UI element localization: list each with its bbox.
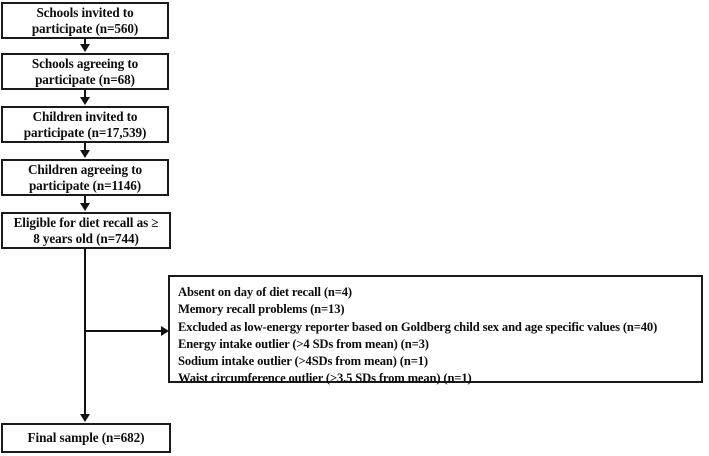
node-line: Children invited to xyxy=(32,109,138,124)
node-schools-invited-text: Schools invited to participate (n=560) xyxy=(6,5,164,36)
arrow-head-3 xyxy=(80,150,90,158)
exclusion-item: Memory recall problems (n=13) xyxy=(178,302,345,317)
node-schools-agreeing: Schools agreeing to participate (n=68) xyxy=(1,53,169,90)
arrow-head-1 xyxy=(80,44,90,52)
node-eligible-diet-recall-text: Eligible for diet recall as ≥ 8 years ol… xyxy=(6,215,166,246)
node-line: Schools invited to xyxy=(36,5,134,20)
node-schools-agreeing-text: Schools agreeing to participate (n=68) xyxy=(6,56,164,87)
node-line: 8 years old (n=744) xyxy=(33,230,139,246)
exclusion-box: Absent on day of diet recall (n=4) Memor… xyxy=(168,275,703,385)
arrow-head-final xyxy=(80,414,90,422)
node-line: Schools agreeing to xyxy=(31,56,139,71)
arrow-head-2 xyxy=(80,97,90,105)
connector-line-2 xyxy=(84,90,86,99)
node-line: Final sample (n=682) xyxy=(27,430,145,446)
exclusion-item: Waist circumference outlier (>3.5 SDs fr… xyxy=(178,371,472,386)
connector-line-3 xyxy=(84,143,86,152)
connector-line-main-stem xyxy=(84,249,86,419)
node-eligible-diet-recall: Eligible for diet recall as ≥ 8 years ol… xyxy=(1,212,171,249)
connector-line-1 xyxy=(84,39,86,46)
connector-line-exclusion-branch xyxy=(85,330,163,332)
node-children-agreeing: Children agreeing to participate (n=1146… xyxy=(1,159,169,196)
node-line: participate (n=17,539) xyxy=(23,124,147,140)
exclusion-item: Absent on day of diet recall (n=4) xyxy=(178,285,352,299)
node-children-agreeing-text: Children agreeing to participate (n=1146… xyxy=(6,162,164,193)
node-line: participate (n=560) xyxy=(31,20,139,36)
node-children-invited-text: Children invited to participate (n=17,53… xyxy=(6,109,164,140)
node-line: Eligible for diet recall as ≥ xyxy=(13,215,159,230)
node-children-invited: Children invited to participate (n=17,53… xyxy=(1,106,169,143)
arrow-head-exclusion xyxy=(161,326,169,336)
connector-line-4 xyxy=(84,196,86,205)
node-final-sample-text: Final sample (n=682) xyxy=(6,430,166,446)
arrow-head-4 xyxy=(80,203,90,211)
node-line: participate (n=68) xyxy=(35,71,135,87)
exclusion-item: Energy intake outlier (>4 SDs from mean)… xyxy=(178,336,429,351)
node-schools-invited: Schools invited to participate (n=560) xyxy=(1,2,169,39)
exclusion-item: Sodium intake outlier (>4SDs from mean) … xyxy=(178,354,428,369)
node-final-sample: Final sample (n=682) xyxy=(1,423,171,453)
node-line: participate (n=1146) xyxy=(28,177,142,193)
exclusion-item: Excluded as low-energy reporter based on… xyxy=(178,319,658,334)
node-line: Children agreeing to xyxy=(27,162,142,177)
